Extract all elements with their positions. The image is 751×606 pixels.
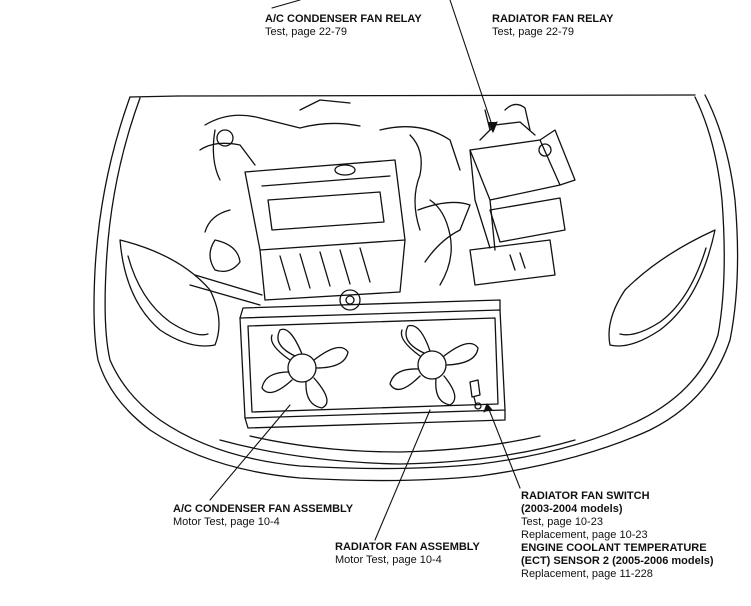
- callout-title: A/C CONDENSER FAN RELAY: [265, 13, 422, 25]
- callout-title-ect: ENGINE COOLANT TEMPERATURE: [521, 542, 707, 554]
- callout-reference: Motor Test, page 10-4: [173, 516, 280, 528]
- callout-title: RADIATOR FAN RELAY: [492, 13, 614, 25]
- callout-title: RADIATOR FAN SWITCH: [521, 490, 650, 502]
- engine-block: [189, 99, 471, 311]
- callout-reference: Replacement, page 10-23: [521, 529, 648, 541]
- radiator: [239, 299, 506, 429]
- leader-lines: [209, 0, 521, 541]
- fan-switch-sensor: [469, 379, 482, 410]
- callout-reference: Test, page 22-79: [492, 26, 574, 38]
- car-body-outline: [93, 94, 739, 482]
- callout-reference: Test, page 22-79: [265, 26, 347, 38]
- ac-condenser-fan: [261, 328, 349, 409]
- callout-title-ect-models: (ECT) SENSOR 2 (2005-2006 models): [521, 555, 714, 567]
- callout-title: RADIATOR FAN ASSEMBLY: [335, 541, 480, 553]
- relay-box: [469, 103, 576, 286]
- callout-ac-condenser-fan-assembly: A/C CONDENSER FAN ASSEMBLY Motor Test, p…: [173, 503, 353, 529]
- callout-radiator-fan-switch: RADIATOR FAN SWITCH (2003-2004 models) T…: [521, 490, 714, 581]
- callout-reference: Test, page 10-23: [521, 516, 603, 528]
- radiator-fan: [389, 324, 479, 406]
- callout-reference: Motor Test, page 10-4: [335, 554, 442, 566]
- callout-radiator-fan-assembly: RADIATOR FAN ASSEMBLY Motor Test, page 1…: [335, 541, 480, 567]
- callout-reference: Replacement, page 11-228: [521, 568, 653, 580]
- callout-radiator-fan-relay: RADIATOR FAN RELAY Test, page 22-79: [492, 13, 613, 39]
- callout-title: A/C CONDENSER FAN ASSEMBLY: [173, 503, 354, 515]
- callout-title-models: (2003-2004 models): [521, 503, 623, 515]
- callout-ac-condenser-fan-relay: A/C CONDENSER FAN RELAY Test, page 22-79: [265, 13, 422, 39]
